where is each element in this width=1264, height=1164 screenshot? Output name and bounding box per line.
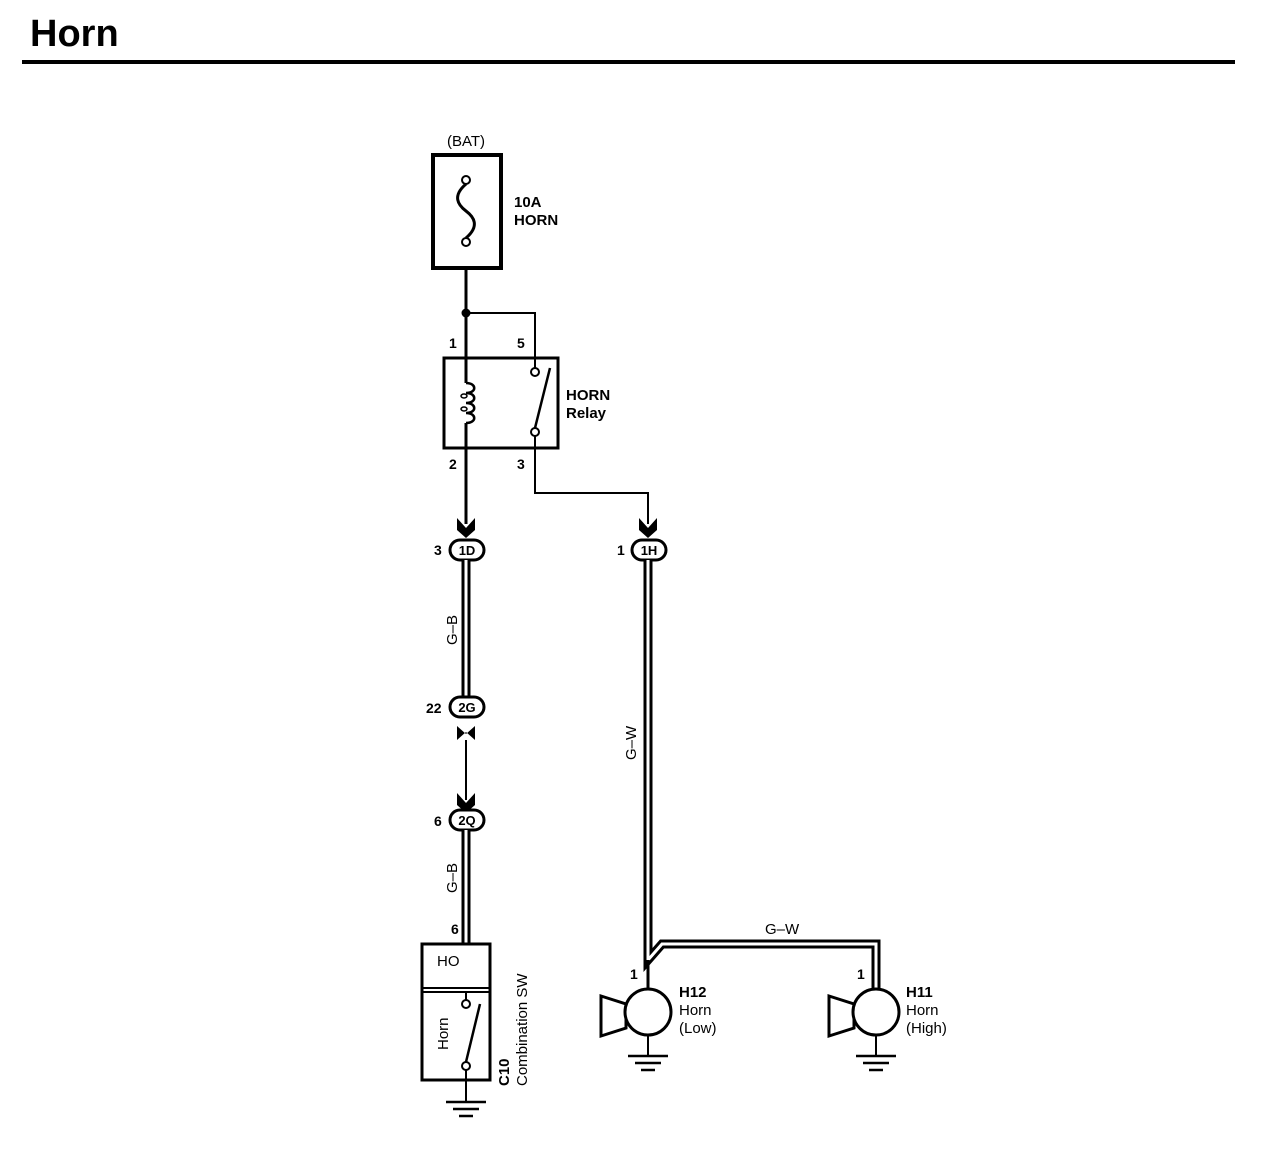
horn-h12-name: Horn bbox=[679, 1002, 712, 1019]
fuse-rating: 10A bbox=[514, 194, 542, 211]
connector-1d: 3 1D bbox=[434, 538, 486, 562]
connector-1d-pin: 3 bbox=[434, 542, 442, 558]
relay-coil-icon bbox=[465, 381, 476, 425]
relay-pin-1: 1 bbox=[449, 335, 457, 351]
fuse-10a-horn: (BAT) 10A HORN bbox=[431, 133, 558, 270]
horn-h11-pin: 1 bbox=[857, 966, 865, 982]
ground-icon bbox=[856, 1054, 896, 1072]
fuse-source-label: (BAT) bbox=[447, 133, 485, 150]
fuse-name: HORN bbox=[514, 212, 558, 229]
wire-gw-horizontal-label: G–W bbox=[765, 921, 800, 938]
horn-h12-code: H12 bbox=[679, 984, 707, 1001]
connector-2g-pin: 22 bbox=[426, 700, 442, 716]
horn-switch-icon bbox=[464, 1003, 482, 1063]
wire-gb-lower-label: G–B bbox=[444, 863, 461, 893]
connector-2q: 6 2Q bbox=[434, 808, 486, 832]
connector-arrow-icon bbox=[639, 518, 657, 538]
connector-2g: 22 2G bbox=[426, 695, 486, 719]
fuse-element-icon bbox=[456, 182, 476, 240]
relay-name: HORN bbox=[566, 387, 610, 404]
horn-high-icon bbox=[827, 993, 856, 1039]
page-title: Horn bbox=[30, 13, 119, 55]
combination-switch-pin: 6 bbox=[451, 921, 459, 937]
ground-icon bbox=[446, 1100, 486, 1118]
combination-switch-code: C10 bbox=[496, 1058, 513, 1086]
horn-h12-detail: (Low) bbox=[679, 1020, 717, 1037]
horn-low-icon bbox=[599, 993, 628, 1039]
horn-h11-code: H11 bbox=[906, 984, 933, 1001]
wire-gb-lower: G–B bbox=[444, 830, 471, 944]
horn-h12-pin: 1 bbox=[630, 966, 638, 982]
connector-arrow-icon bbox=[457, 726, 475, 740]
connector-arrow-icon bbox=[457, 518, 475, 538]
ground-icon bbox=[628, 1054, 668, 1072]
horn-h11-high: 1 H11 Horn (High) bbox=[827, 966, 947, 1056]
horn-h11-name: Horn bbox=[906, 1002, 939, 1019]
connector-2g-id: 2G bbox=[458, 700, 475, 715]
horn-h12-low: 1 H12 Horn (Low) bbox=[599, 960, 717, 1056]
connector-1d-id: 1D bbox=[459, 543, 476, 558]
combination-switch-label: Horn bbox=[435, 1017, 452, 1050]
relay-box bbox=[442, 356, 560, 450]
connector-2q-id: 2Q bbox=[458, 813, 475, 828]
combination-switch-name: Combination SW bbox=[514, 973, 531, 1086]
connector-arrow-icon bbox=[457, 793, 475, 813]
horn-relay: 1 5 HORN Relay 2 3 bbox=[442, 335, 610, 472]
wire-gw-vertical-label: G–W bbox=[623, 725, 640, 760]
combination-switch-terminal: HO bbox=[437, 953, 460, 970]
wire-gb-upper-label: G–B bbox=[444, 615, 461, 645]
connector-1h-pin: 1 bbox=[617, 542, 625, 558]
relay-pin-5: 5 bbox=[517, 335, 525, 351]
combination-switch-c10: 6 HO Horn C10 Combination SW bbox=[420, 921, 531, 1102]
horn-h11-detail: (High) bbox=[906, 1020, 947, 1037]
wire-gb-upper: G–B bbox=[444, 560, 471, 697]
relay-pin-3: 3 bbox=[517, 456, 525, 472]
connector-2q-pin: 6 bbox=[434, 813, 442, 829]
relay-type: Relay bbox=[566, 405, 607, 422]
combination-switch-box bbox=[420, 942, 492, 1082]
wire-gw-vertical: G–W bbox=[623, 560, 881, 988]
relay-switch-icon bbox=[533, 367, 552, 429]
connector-1h-id: 1H bbox=[641, 543, 658, 558]
relay-pin-2: 2 bbox=[449, 456, 457, 472]
connector-1h: 1 1H bbox=[617, 538, 668, 562]
title-rule bbox=[22, 60, 1235, 64]
